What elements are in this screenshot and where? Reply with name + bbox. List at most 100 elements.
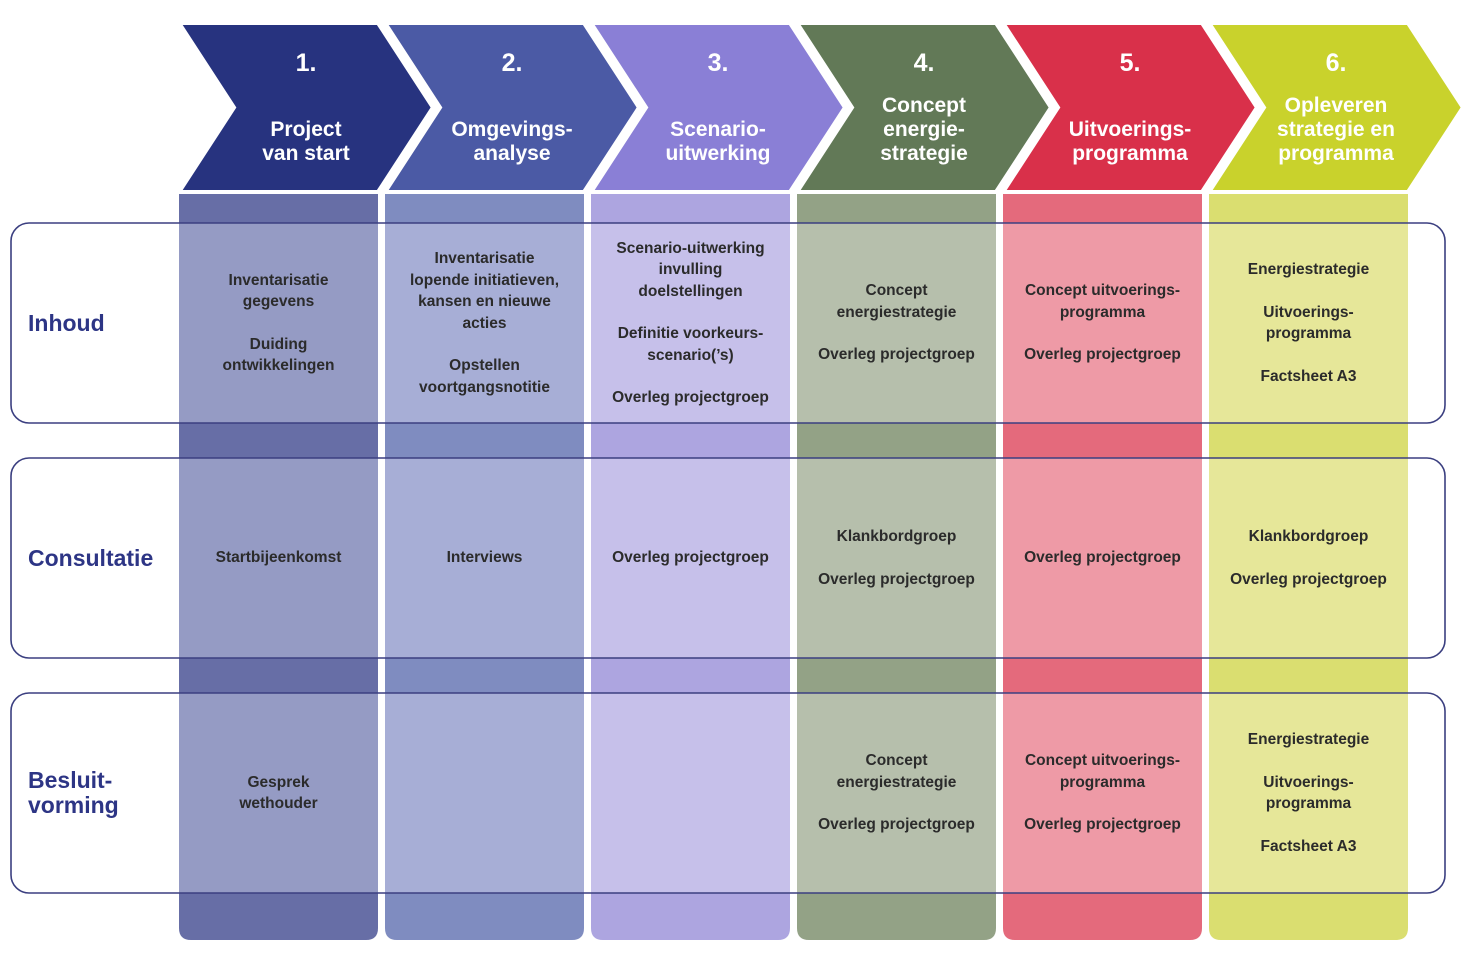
phase-row-cell: Overleg projectgroep: [1003, 458, 1202, 658]
cell-item: Overleg projectgroep: [1024, 549, 1181, 567]
column-row-section: [1209, 458, 1408, 658]
phase-row-cell: Scenario-uitwerking invulling doelstelli…: [591, 223, 790, 423]
column-row-section: [385, 693, 584, 893]
phase-number: 3.: [707, 49, 729, 77]
row-label: Inhoud: [28, 309, 105, 336]
phase-chevron: [175, 21, 436, 194]
phase-number: 5.: [1119, 49, 1141, 77]
phase-row-cell: Gesprek wethouder: [179, 693, 378, 893]
cell-item: Uitvoerings- programma: [1263, 773, 1354, 813]
cell-item: Uitvoerings- programma: [1263, 303, 1354, 343]
row-label: Consultatie: [28, 544, 154, 571]
phase-header: 1. Project van start: [196, 23, 416, 192]
phase-column-5: [999, 21, 1260, 940]
row-label: Besluit- vorming: [28, 767, 119, 818]
phase-title: Concept energie- strategie: [880, 94, 968, 165]
phase-title: Omgevings- analyse: [451, 118, 573, 165]
column-row-section: [1209, 223, 1408, 423]
column-row-section: [591, 693, 790, 893]
cell-item: Overleg projectgroep: [1024, 346, 1181, 364]
phase-header: 2. Omgevings- analyse: [402, 23, 622, 192]
phase-row-cell: [591, 693, 790, 893]
cell-item: Energiestrategie: [1247, 261, 1370, 278]
cell-item: Klankbordgroep: [836, 528, 957, 545]
cell-item: Klankbordgroep: [1248, 528, 1369, 545]
column-row-section: [591, 458, 790, 658]
phase-header: 5. Uitvoerings- programma: [1020, 23, 1240, 192]
row-box-1: [10, 222, 1446, 424]
column-row-section: [1003, 458, 1202, 658]
column-row-section: [385, 458, 584, 658]
phase-row-cell: Inventarisatie lopende initiatieven, kan…: [385, 223, 584, 423]
phase-header: 4. Concept energie- strategie: [814, 23, 1034, 192]
cell-item: Overleg projectgroep: [818, 346, 975, 364]
cell-item: Overleg projectgroep: [612, 389, 769, 406]
cell-item: Overleg projectgroep: [1024, 816, 1181, 834]
cell-item: Factsheet A3: [1260, 837, 1357, 855]
phase-chevron: [793, 21, 1054, 194]
cell-item: Gesprek wethouder: [239, 773, 318, 813]
cell-item: Startbijeenkomst: [215, 549, 342, 567]
cell-item: Scenario-uitwerking invulling doelstelli…: [616, 239, 765, 300]
phase-number: 1.: [295, 49, 317, 77]
cell-item: Overleg projectgroep: [1230, 570, 1387, 588]
phase-title: Scenario- uitwerking: [665, 118, 771, 165]
phase-title: Project van start: [262, 118, 350, 165]
phase-header: 3. Scenario- uitwerking: [608, 23, 828, 192]
column-row-section: [1003, 223, 1202, 423]
cell-item: Definitie voorkeurs- scenario(’s): [617, 325, 764, 364]
phase-row-cell: Startbijeenkomst: [179, 458, 378, 658]
cell-item: Factsheet A3: [1260, 367, 1357, 385]
phase-chevron: [587, 21, 848, 194]
cell-item: Energiestrategie: [1247, 731, 1370, 748]
column-row-section: [591, 223, 790, 423]
column-row-section: [797, 223, 996, 423]
phase-number: 4.: [913, 49, 935, 77]
phase-chevron: [999, 21, 1260, 194]
column-row-section: [179, 458, 378, 658]
phase-row-cell: Overleg projectgroep: [591, 458, 790, 658]
column-row-section: [179, 693, 378, 893]
cell-item: Concept uitvoerings- programma: [1024, 282, 1180, 321]
column-row-section: [1003, 693, 1202, 893]
phase-chevron: [1205, 21, 1466, 194]
phase-header: 6. Opleveren strategie en programma: [1226, 23, 1446, 192]
phase-column-4: [793, 21, 1054, 940]
phase-title: Opleveren strategie en programma: [1277, 94, 1395, 165]
phase-column-1: [175, 21, 436, 940]
phase-title: Uitvoerings- programma: [1068, 118, 1192, 165]
cell-item: Duiding ontwikkelingen: [222, 335, 335, 375]
cell-item: Interviews: [446, 549, 523, 567]
cell-item: Concept energiestrategie: [836, 752, 957, 791]
row-box-3: [10, 692, 1446, 894]
column-row-section: [1209, 693, 1408, 893]
phase-column-3: [587, 21, 848, 940]
cell-item: Inventarisatie gegevens: [228, 271, 329, 311]
phase-column-6: [1205, 21, 1466, 940]
row-box-2: [10, 457, 1446, 659]
cell-item: Inventarisatie lopende initiatieven, kan…: [410, 250, 559, 332]
column-row-section: [797, 693, 996, 893]
column-row-section: [179, 223, 378, 423]
cell-item: Concept energiestrategie: [836, 282, 957, 321]
phase-number: 6.: [1325, 49, 1347, 77]
cell-item: Overleg projectgroep: [818, 570, 975, 588]
cell-item: Concept uitvoerings- programma: [1024, 752, 1180, 791]
cell-item: Overleg projectgroep: [612, 549, 769, 567]
column-row-section: [797, 458, 996, 658]
phase-column-2: [381, 21, 642, 940]
cell-item: Overleg projectgroep: [818, 816, 975, 834]
phase-number: 2.: [501, 49, 523, 77]
phase-row-cell: [385, 693, 584, 893]
cell-item: Opstellen voortgangsnotitie: [419, 357, 550, 396]
